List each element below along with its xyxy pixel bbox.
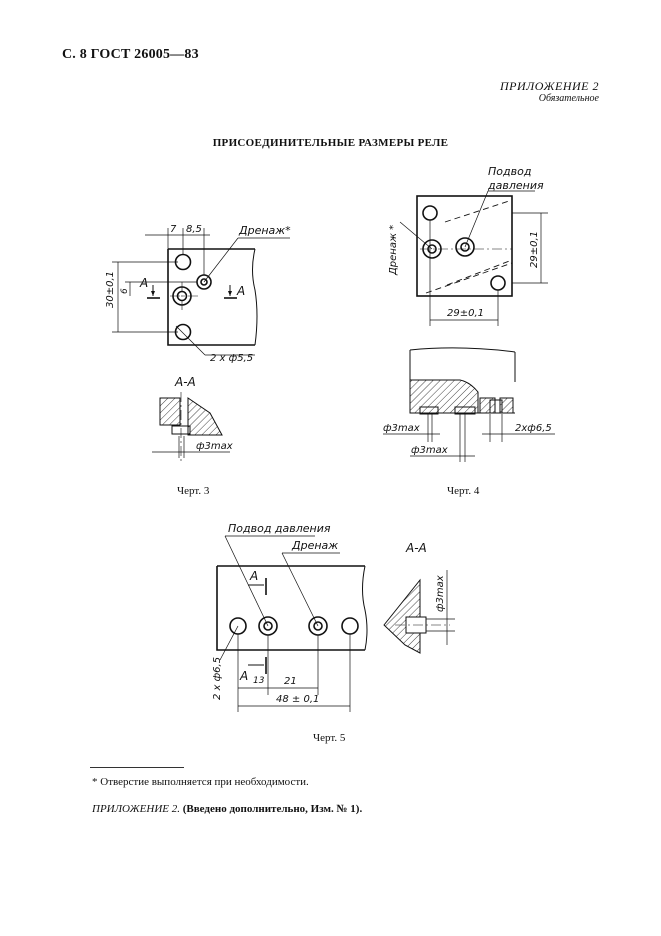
caption-fig5: Черт. 5	[313, 732, 346, 744]
caption-fig3: Черт. 3	[177, 485, 210, 497]
dim-6: 6	[120, 288, 130, 294]
section-title: А-А	[405, 541, 427, 555]
page-header: С. 8 ГОСТ 26005—83	[62, 47, 199, 62]
drain-label: Дренаж	[291, 539, 338, 552]
supply-label-line1: Подвод	[488, 165, 531, 178]
figure-5: А А 13 Подвод давления Дренаж 2 x ф6,5 2…	[212, 522, 455, 712]
dim-3max-a: ф3max	[383, 423, 420, 434]
drain-label: Дренаж*	[238, 224, 291, 237]
drain-label: Дренаж *	[388, 225, 399, 276]
dim-8-5: 8,5	[186, 224, 202, 235]
mount-hole-bottom	[490, 275, 506, 291]
dim-3max: ф3max	[435, 575, 446, 612]
holes-label: 2 x ф6,5	[212, 657, 223, 700]
appendix-status: Обязательное	[538, 93, 599, 104]
dim-30: 30±0,1	[105, 271, 116, 308]
dim-29-horizontal: 29±0,1	[447, 308, 484, 319]
appendix-label: ПРИЛОЖЕНИЕ 2	[500, 79, 599, 93]
amendment-label: ПРИЛОЖЕНИЕ 2.	[92, 803, 180, 815]
section-mark-a-left: А	[139, 276, 148, 290]
figure-3: А А 7 8,5 Дренаж* 30±0,1 6 2 x ф5,5 А-А	[105, 224, 291, 462]
dim-3max-b: ф3max	[411, 445, 448, 456]
mount-hole-right	[341, 617, 359, 635]
section-title: А-А	[174, 375, 196, 389]
figure-4: Подвод давления Дренаж * 29±0,1 29±0,1	[383, 165, 555, 462]
dim-29-vertical: 29±0,1	[529, 231, 540, 268]
holes-label: 2xф6,5	[515, 423, 552, 434]
dim-13: 13	[253, 676, 265, 686]
dim-48: 48 ± 0,1	[276, 694, 319, 705]
dim-7: 7	[170, 224, 177, 235]
mount-hole-top	[422, 205, 438, 221]
caption-fig4: Черт. 4	[447, 485, 480, 497]
document-title: ПРИСОЕДИНИТЕЛЬНЫЕ РАЗМЕРЫ РЕЛЕ	[212, 137, 449, 149]
amendment-note: ПРИЛОЖЕНИЕ 2. (Введено дополнительно, Из…	[92, 803, 362, 815]
section-mark-a-top: А	[249, 569, 258, 583]
supply-label-line2: давления	[487, 179, 544, 192]
holes-label: 2 x ф5,5	[210, 353, 253, 364]
dim-21: 21	[284, 676, 297, 687]
dim-3max: ф3max	[196, 441, 233, 452]
supply-port	[455, 237, 475, 257]
section-mark-a-right: А	[236, 284, 245, 298]
amendment-text: (Введено дополнительно, Изм. № 1).	[182, 803, 363, 815]
section-mark-a-bottom: А	[239, 669, 248, 683]
footnote: * Отверстие выполняется при необходимост…	[92, 776, 309, 788]
footnote-divider	[90, 767, 184, 768]
supply-label: Подвод давления	[228, 522, 331, 535]
